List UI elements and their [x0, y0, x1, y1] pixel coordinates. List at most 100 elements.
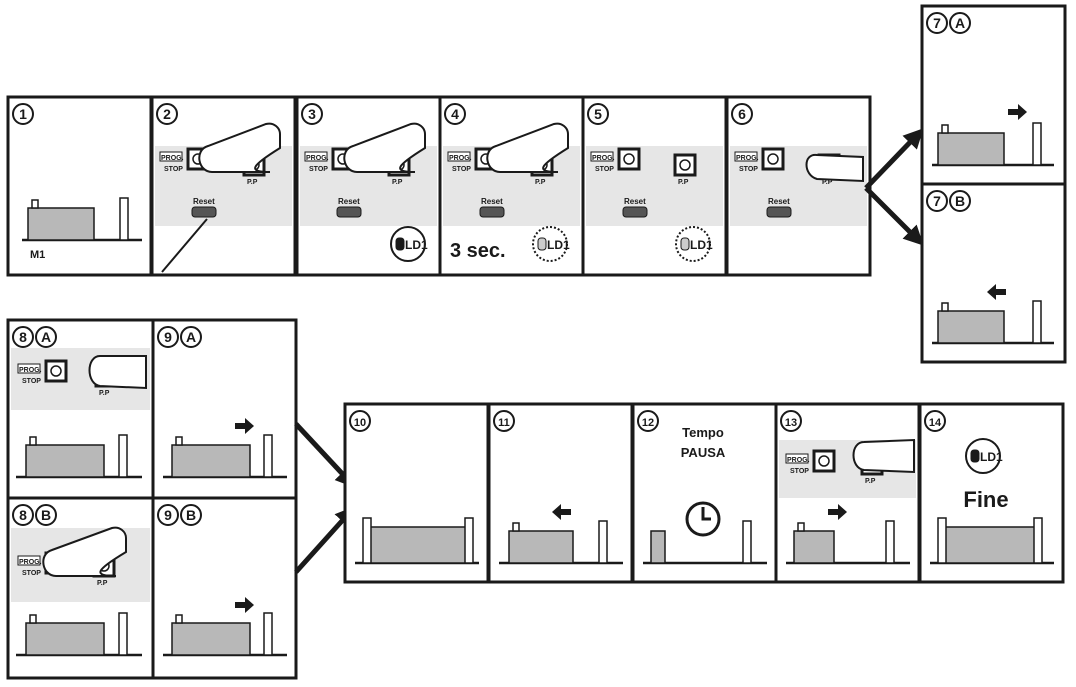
reset-button-icon [479, 206, 505, 218]
gate-post [263, 434, 273, 478]
stop-label: STOP [164, 166, 183, 173]
reset-label: Reset [338, 197, 360, 206]
reset-button-icon [622, 206, 648, 218]
step-number-circle [780, 410, 802, 432]
step-number: 9 [164, 507, 172, 523]
motor-block [797, 522, 805, 532]
step-number-circle [926, 190, 948, 212]
panel-11: 11 [487, 402, 634, 584]
stop-label: STOP [22, 570, 41, 577]
step-letter: A [186, 329, 196, 345]
prog-label: PROG. [449, 155, 472, 162]
motor-block [29, 436, 37, 446]
led-circle [532, 226, 568, 262]
gate-post [1032, 300, 1042, 344]
step-number: 13 [785, 417, 797, 429]
step-letter-circle [180, 326, 202, 348]
screwdriver-icon [161, 218, 208, 273]
finger-icon [852, 438, 915, 474]
led-circle [390, 226, 426, 262]
step-letter: B [186, 507, 196, 523]
finger-icon [42, 526, 127, 577]
arrow-right-icon [235, 597, 254, 613]
panel-1: 1M1 [6, 95, 153, 277]
finger-icon [198, 122, 281, 173]
step-number-circle [924, 410, 946, 432]
reset-button-icon [336, 206, 362, 218]
step-number: 6 [738, 106, 746, 122]
gate-leaf [171, 622, 251, 656]
panel-10: 10 [343, 402, 490, 584]
arrow-left-icon [987, 284, 1006, 300]
panel-frame [631, 402, 778, 584]
step-letter: A [955, 15, 965, 31]
step-number-circle [12, 103, 34, 125]
step-number-circle [731, 103, 753, 125]
step-number-circle [157, 326, 179, 348]
motor-block [31, 199, 39, 209]
prog-label: PROG. [592, 155, 615, 162]
arrow-right-icon [1008, 104, 1027, 120]
step-number-circle [156, 103, 178, 125]
prog-label-box [17, 555, 41, 566]
reset-label: Reset [624, 197, 646, 206]
step-number: 9 [164, 329, 172, 345]
motor-block [175, 436, 183, 446]
gate-leaf [937, 132, 1005, 166]
step-number-circle [926, 12, 948, 34]
gate-post [742, 520, 752, 564]
arrow-left-icon [552, 504, 571, 520]
stop-label: STOP [595, 166, 614, 173]
step-number-circle [301, 103, 323, 125]
step-letter-circle [35, 326, 57, 348]
step-number: 8 [19, 507, 27, 523]
gate-leaf [937, 310, 1005, 344]
prog-label-box [785, 453, 809, 464]
pp-label: P.P [392, 179, 403, 186]
reset-button-icon [191, 206, 217, 218]
stop-label: STOP [309, 166, 328, 173]
finger-icon [343, 122, 426, 173]
gate-leaf [793, 530, 835, 564]
step-number-circle [444, 103, 466, 125]
gate-post [362, 517, 372, 564]
prog-label: PROG. [736, 155, 759, 162]
gate-leaf [941, 526, 1039, 564]
pp-label: P.P [535, 179, 546, 186]
motor-block [941, 302, 949, 312]
prog-label-box [447, 151, 471, 162]
three-sec-label: 3 sec. [450, 240, 506, 262]
prog-label-box [304, 151, 328, 162]
gate-leaf [171, 444, 251, 478]
gate-leaf [27, 207, 95, 241]
prog-label-box [734, 151, 758, 162]
ld1-label: LD1 [690, 238, 713, 252]
ld1-label: LD1 [547, 238, 570, 252]
step-number: 7 [933, 193, 941, 209]
ld1-label: LD1 [980, 450, 1003, 464]
stop-label: STOP [790, 468, 809, 475]
step-number-circle [157, 504, 179, 526]
stop-label: STOP [22, 378, 41, 385]
pp-label: P.P [822, 179, 833, 186]
led-icon [395, 237, 405, 251]
step-number: 3 [308, 106, 316, 122]
led-circle [965, 438, 1001, 474]
merge-arrow-top [294, 422, 356, 488]
gate-post [937, 517, 947, 564]
button-cap [623, 153, 635, 165]
gate-post [464, 517, 474, 564]
tempo-label: Tempo [682, 425, 724, 440]
m1-label: M1 [30, 249, 45, 261]
stop-label: STOP [452, 166, 471, 173]
motor-block [941, 124, 949, 134]
finger-icon [486, 122, 569, 173]
step-letter-circle [949, 190, 971, 212]
